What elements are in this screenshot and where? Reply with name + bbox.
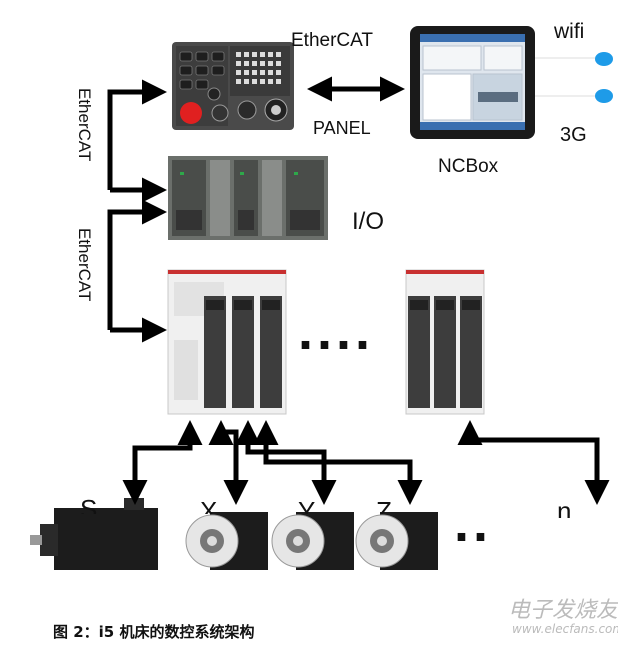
figure-caption: 图 2：i5 机床的数控系统架构 xyxy=(53,623,255,641)
motor-z xyxy=(355,512,438,570)
wifi-dot-icon xyxy=(595,52,613,66)
servo-drives-group-2 xyxy=(405,269,485,415)
axis-z-label: Z xyxy=(376,496,392,514)
connection-lines xyxy=(107,76,610,505)
wireless-lines xyxy=(535,52,613,103)
ethercat-top-label: EtherCAT xyxy=(291,30,374,51)
watermark-url: www.elecfans.com xyxy=(512,622,618,636)
watermark-cn: 电子发烧友 xyxy=(508,598,618,623)
motors-ellipsis: .. xyxy=(454,493,493,553)
motor-x xyxy=(185,512,268,570)
drives-ellipsis: .... xyxy=(298,301,375,361)
io-label: I/O xyxy=(352,208,385,230)
3g-label: 3G xyxy=(560,124,587,146)
wifi-label: wifi xyxy=(554,20,585,43)
motor-y xyxy=(271,512,354,570)
panel-label: PANEL xyxy=(313,118,371,138)
servo-drives-group-1 xyxy=(167,269,287,415)
axis-n-label: n xyxy=(557,496,572,518)
stop-button-icon xyxy=(180,102,202,124)
axis-x-label: X xyxy=(200,496,218,514)
axis-s-label: S xyxy=(80,494,98,514)
ncbox-tablet xyxy=(410,26,535,139)
ethercat-vertical-label-1: EtherCAT xyxy=(75,88,94,162)
3g-dot-icon xyxy=(595,89,613,103)
ethercat-vertical-label-2: EtherCAT xyxy=(75,228,94,302)
ncbox-label: NCBox xyxy=(438,156,499,177)
axis-y-label: Y xyxy=(298,496,316,514)
operator-panel xyxy=(172,42,294,130)
io-module xyxy=(168,156,328,240)
